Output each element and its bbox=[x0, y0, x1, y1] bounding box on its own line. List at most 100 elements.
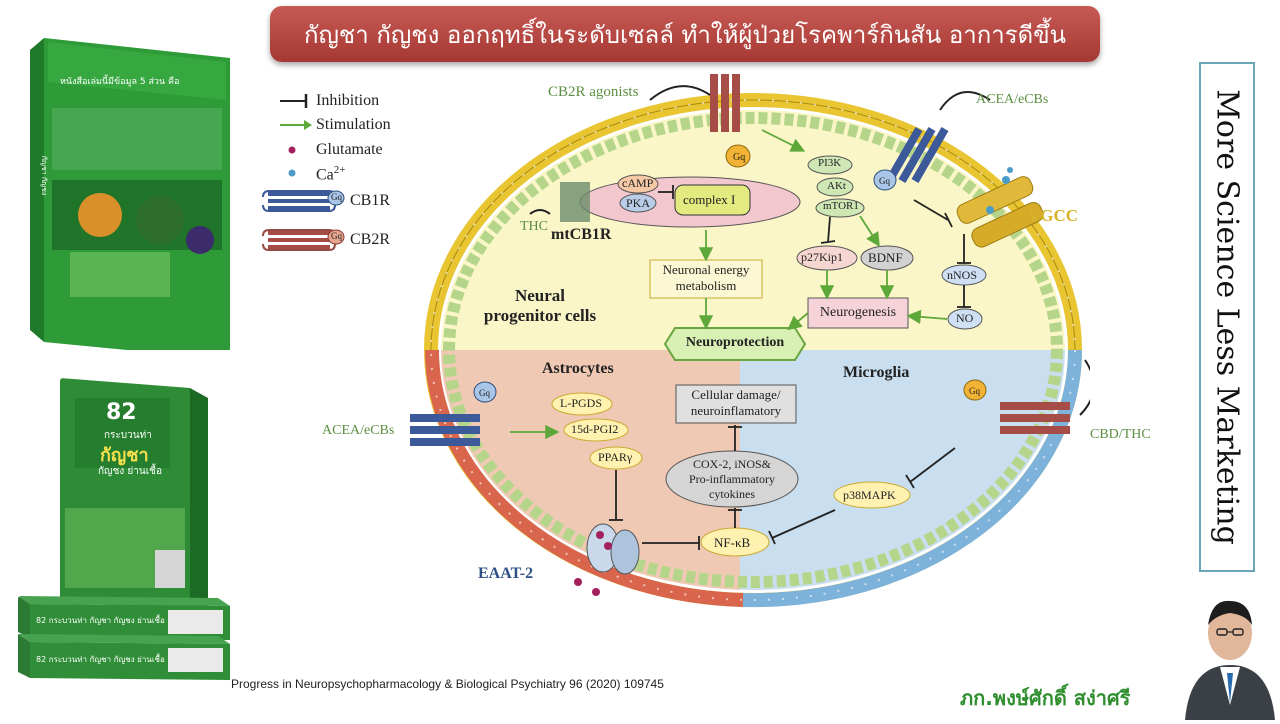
book-stack: 82 กระบวนท่า กัญชา กัญชง ย่านเชื้อ 82 กร… bbox=[18, 596, 230, 686]
book-title: กัญชา bbox=[100, 445, 149, 466]
eaat2-transporter bbox=[574, 523, 640, 596]
acea-top-curve bbox=[939, 91, 991, 111]
label-akt: AKt bbox=[827, 180, 846, 192]
ppar-node bbox=[589, 446, 643, 470]
book-number: 82 bbox=[106, 400, 137, 425]
label-lpgds: L-PGDS bbox=[560, 396, 603, 410]
book-stack-title-2: 82 กระบวนท่า กัญชา กัญชง ย่านเชื้อ bbox=[36, 655, 165, 664]
label-ppar: PPARγ bbox=[598, 450, 633, 464]
pka-node bbox=[619, 193, 657, 213]
label-neural-2: progenitor cells bbox=[483, 306, 597, 325]
stimulation-arrow-icon bbox=[280, 120, 312, 130]
label-pi3k: PI3K bbox=[818, 157, 842, 169]
book-top-spine: กัญชา กัญชง bbox=[40, 155, 49, 196]
vgcc-channel bbox=[956, 167, 1044, 248]
label-cox-3: cytokines bbox=[709, 487, 755, 501]
cb2r-icon bbox=[262, 229, 345, 251]
book-top-heading: หนังสือเล่มนี้มีข้อมูล 5 ส่วน คือ bbox=[60, 77, 180, 87]
book-stack-art bbox=[18, 596, 230, 680]
glutamate-icon bbox=[288, 146, 296, 154]
legend-cb2r: CB2R bbox=[350, 231, 391, 248]
legend-calcium-text: Ca bbox=[316, 166, 334, 184]
legend-calcium-sup: 2+ bbox=[333, 164, 346, 176]
label-bdnf: BDNF bbox=[868, 250, 903, 265]
label-eaat2: EAAT-2 bbox=[478, 565, 534, 582]
label-damage-1: Cellular damage/ bbox=[691, 387, 781, 402]
label-p27: p27Kip1 bbox=[801, 250, 843, 264]
energy-node bbox=[649, 259, 763, 299]
legend-stimulation: Stimulation bbox=[316, 116, 391, 133]
slide-title: กัญชา กัญชง ออกฤทธิ์ในระดับเซลล์ ทำให้ผู… bbox=[270, 6, 1100, 62]
pgi2-node bbox=[563, 418, 629, 442]
p38-node bbox=[833, 481, 911, 509]
legend-gq-1: Gq bbox=[331, 192, 342, 202]
book-cover-bottom-art bbox=[60, 378, 208, 608]
label-astrocytes: Astrocytes bbox=[542, 360, 614, 377]
book-stack-title-1: 82 กระบวนท่า กัญชา กัญชง ย่านเชื้อ bbox=[36, 616, 165, 625]
slide-title-text: กัญชา กัญชง ออกฤทธิ์ในระดับเซลล์ ทำให้ผู… bbox=[303, 20, 1067, 49]
label-p38: p38MAPK bbox=[843, 488, 896, 502]
camp-node bbox=[617, 174, 659, 194]
side-banner-text: More Science Less Marketing bbox=[1209, 89, 1245, 545]
legend-inhibition: Inhibition bbox=[316, 92, 380, 109]
cbd-thc-curve bbox=[1079, 359, 1090, 416]
book-subtitle-2: กัญชง ย่านเชื้อ bbox=[98, 466, 162, 477]
label-neurogenesis: Neurogenesis bbox=[819, 305, 897, 320]
legend-calcium: Ca2+ bbox=[316, 164, 346, 184]
stimulation-arrows bbox=[510, 129, 948, 440]
cb1r-icon bbox=[262, 190, 345, 212]
label-mtor1: mTOR1 bbox=[823, 200, 859, 212]
label-pgi2: 15d-PGI2 bbox=[571, 422, 619, 436]
label-mtcb1r: mtCB1R bbox=[551, 226, 612, 243]
legend: Inhibition Stimulation Glutamate Ca2+ Gq… bbox=[258, 86, 418, 266]
lpgds-node bbox=[551, 392, 613, 416]
no-node bbox=[947, 308, 983, 330]
label-camp: cAMP bbox=[622, 176, 654, 190]
inner-membrane-green bbox=[443, 112, 1063, 588]
cb1r-receptor-left bbox=[410, 381, 497, 446]
book-subtitle: กระบวนท่า bbox=[104, 430, 152, 441]
citation: Progress in Neuropsychopharmacology & Bi… bbox=[231, 677, 664, 691]
label-cb2r-agonists: CB2R agonists bbox=[548, 84, 639, 100]
label-pka: PKA bbox=[626, 196, 651, 210]
legend-symbols bbox=[262, 94, 345, 251]
label-neural-progenitor: Neural progenitor cells bbox=[460, 286, 620, 326]
cox-node bbox=[665, 450, 799, 508]
presenter-photo bbox=[1180, 585, 1280, 720]
label-thc: THC bbox=[520, 219, 548, 234]
book-cover-top-art bbox=[30, 38, 230, 350]
label-nfkb: NF-κB bbox=[714, 535, 751, 550]
label-acea-left: ACEA/eCBs bbox=[322, 423, 395, 438]
label-microglia: Microglia bbox=[843, 364, 910, 381]
cb2r-agonist-curve bbox=[649, 85, 711, 101]
cb2r-receptor-top bbox=[710, 74, 751, 168]
gq-top: Gq bbox=[733, 152, 745, 163]
label-neural-1: Neural bbox=[514, 286, 566, 305]
cb1r-receptor-right bbox=[873, 127, 949, 191]
label-energy-1: Neuronal energy bbox=[662, 262, 750, 277]
inhibition-lines bbox=[609, 185, 971, 550]
label-cbd-thc: CBD/THC bbox=[1090, 427, 1151, 442]
label-neuroprotection: Neuroprotection bbox=[685, 335, 785, 350]
book-cover-bottom: 82 กระบวนท่า กัญชา กัญชง ย่านเชื้อ bbox=[60, 378, 210, 608]
label-cox-2: Pro-inflammatory bbox=[689, 472, 775, 486]
label-energy: Neuronal energy metabolism bbox=[650, 262, 762, 294]
gq-microglia: Gq bbox=[969, 386, 980, 396]
akt-node bbox=[816, 177, 854, 197]
gq-left: Gq bbox=[479, 388, 490, 398]
pi3k-node bbox=[807, 155, 853, 175]
label-damage: Cellular damage/ neuroinflamatory bbox=[676, 387, 796, 419]
label-nnos: nNOS bbox=[947, 268, 978, 282]
cell-diagram: Gq Gq Gq Gq bbox=[410, 74, 1090, 608]
gq-right: Gq bbox=[879, 176, 890, 186]
label-cox: COX-2, iNOS& Pro-inflammatory cytokines bbox=[666, 457, 798, 502]
presenter-avatar bbox=[1185, 600, 1275, 720]
complex1-node bbox=[674, 184, 751, 216]
legend-glutamate: Glutamate bbox=[316, 141, 383, 158]
inhibition-symbol bbox=[280, 94, 308, 108]
label-damage-2: neuroinflamatory bbox=[690, 403, 782, 418]
damage-node bbox=[675, 384, 797, 424]
thc-curve bbox=[529, 209, 551, 215]
legend-gq-2: Gq bbox=[331, 231, 342, 241]
book-cover-top: หนังสือเล่มนี้มีข้อมูล 5 ส่วน คือ กัญชา … bbox=[30, 30, 235, 350]
